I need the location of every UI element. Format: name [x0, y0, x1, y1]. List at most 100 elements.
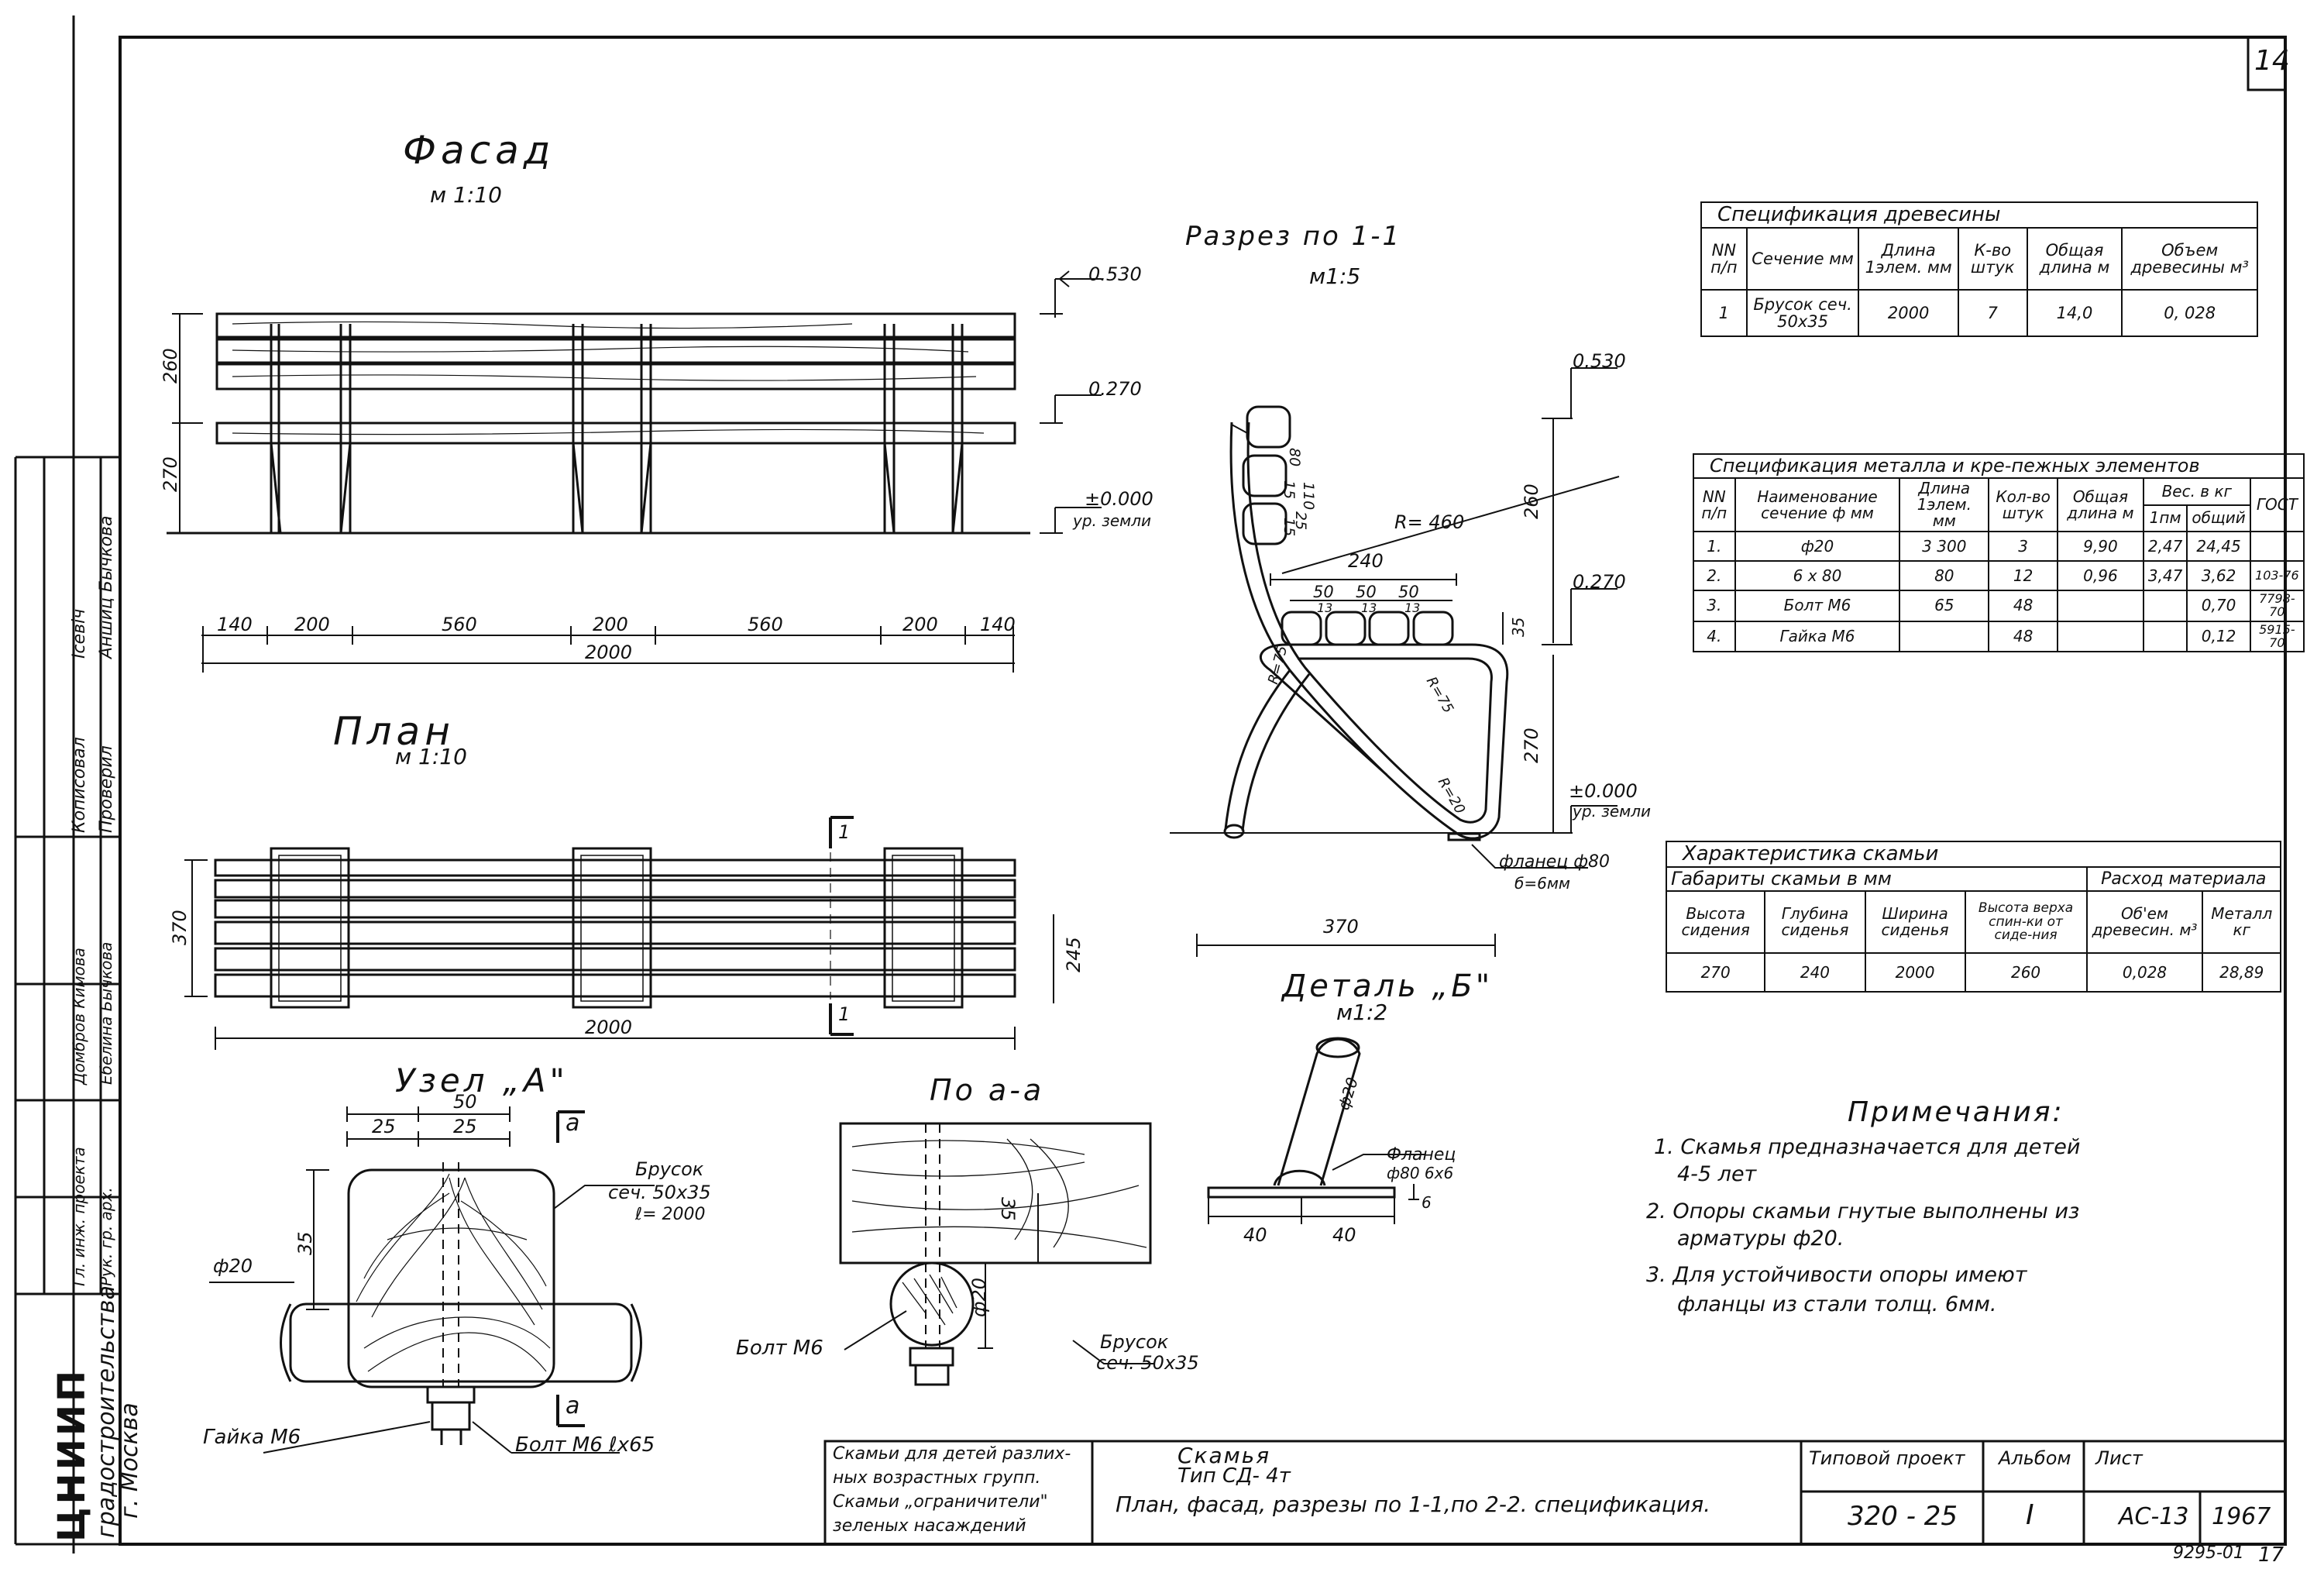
- tb-list-label: Лист: [2095, 1447, 2143, 1469]
- wood-h-3: Длина 1элем. мм: [1858, 227, 1959, 291]
- metal-spec-title: Спецификация металла и кре-пежных элемен…: [1693, 452, 2305, 480]
- detail-b-dim-1: 40: [1243, 1224, 1267, 1246]
- facade-dim-1: 140: [217, 614, 253, 635]
- facade-elev-top: 0.530: [1088, 263, 1142, 285]
- plan-title: План: [333, 709, 455, 754]
- section-elev-mid: 0.270: [1573, 571, 1626, 593]
- corner-page: 17: [2258, 1543, 2284, 1567]
- note-2: 2. Опоры скамьи гнутые выполнены из: [1646, 1199, 2080, 1223]
- metal-spec-table: Спецификация металла и кре-пежных элемен…: [1693, 452, 2305, 653]
- facade-dim-260: 260: [160, 348, 181, 384]
- wood-h-6: Объем древесины м³: [2121, 227, 2258, 291]
- metal-cell: 7798-70: [2249, 590, 2305, 622]
- stamp-role-4: Рук. гр. арх.: [97, 1187, 115, 1286]
- metal-cell: 0,96: [2057, 560, 2144, 592]
- section-elev-top: 0.530: [1573, 350, 1626, 372]
- metal-h-1: NN п/п: [1693, 477, 1736, 533]
- section-vert-1: 110: [1300, 482, 1317, 511]
- node-a-bar-1: Брусок: [635, 1158, 704, 1180]
- section-slat-2: 50: [1356, 583, 1377, 601]
- sheet-number: 14: [2254, 45, 2290, 77]
- wood-h-1: NN п/п: [1700, 227, 1748, 291]
- wood-cell: 2000: [1858, 289, 1959, 338]
- note-3b: фланцы из стали толщ. 6мм.: [1677, 1292, 1997, 1316]
- note-1b: 4-5 лет: [1677, 1162, 1757, 1186]
- section-title: Разрез по 1-1: [1185, 221, 1402, 252]
- node-a-h: 35: [294, 1231, 316, 1255]
- section-vert-2: 80: [1286, 448, 1303, 467]
- char-h-3: Ширина сиденья: [1864, 890, 1966, 955]
- tb-album-label: Альбом: [1999, 1447, 2071, 1469]
- section-elev-zero: ±0.000: [1569, 780, 1638, 802]
- char-h-5: Об'ем древесин. м³: [2085, 890, 2204, 955]
- section-height-seat: 270: [1521, 728, 1542, 763]
- metal-cell: [2057, 620, 2144, 653]
- metal-cell: 6 х 80: [1734, 560, 1901, 592]
- section-small-2: 13: [1361, 600, 1377, 615]
- section-height-back: 260: [1521, 483, 1542, 519]
- char-h-1: Высота сидения: [1665, 890, 1766, 955]
- metal-h-2: Наименование сечение ф мм: [1734, 477, 1901, 533]
- char-mat-head: Расход материала: [2085, 866, 2282, 893]
- node-a-rod: ф20: [213, 1255, 253, 1277]
- metal-cell: 4.: [1693, 620, 1736, 653]
- table-row: 270 240 2000 260 0,028 28,89: [1665, 952, 2281, 993]
- facade-scale: м 1:10: [430, 182, 502, 208]
- tb-left-4: зеленых насаждений: [833, 1516, 1026, 1536]
- metal-cell: 48: [1988, 620, 2058, 653]
- section-depth: 240: [1348, 550, 1384, 572]
- section-scale: м1:5: [1309, 263, 1361, 289]
- facade-dim-7: 140: [980, 614, 1016, 635]
- metal-cell: 3.: [1693, 590, 1736, 622]
- tb-left-3: Скамьи „ограничители": [833, 1492, 1048, 1512]
- facade-dim-4: 200: [593, 614, 628, 635]
- metal-cell: Болт М6: [1734, 590, 1901, 622]
- node-a-nut: Гайка М6: [203, 1426, 301, 1449]
- stamp-name-1: Ісевіч: [70, 608, 89, 659]
- detail-b-fl1: Фланец: [1387, 1145, 1456, 1165]
- metal-cell: 0,70: [2186, 590, 2251, 622]
- note-1: 1. Скамья предназначается для детей: [1654, 1135, 2081, 1159]
- metal-h-4: Кол-во штук: [1988, 477, 2058, 533]
- node-a-bolt: Болт М6 ℓх65: [515, 1433, 655, 1457]
- metal-cell: 24,45: [2186, 531, 2251, 563]
- section-aa-bar-1: Брусок: [1100, 1331, 1169, 1353]
- tb-name-3: План, фасад, разрезы по 1-1,по 2-2. спец…: [1116, 1492, 1710, 1517]
- facade-title: Фасад: [403, 128, 555, 173]
- notes-title: Примечания:: [1848, 1096, 2064, 1128]
- metal-h-7: общий: [2186, 504, 2251, 533]
- corner-code: 9295-01: [2173, 1543, 2244, 1563]
- facade-dim-total: 2000: [585, 642, 633, 663]
- section-flange: фланец ф80: [1499, 852, 1611, 872]
- org-name: ЦНИИП: [50, 1367, 94, 1542]
- node-a-bar-3: ℓ= 2000: [635, 1205, 706, 1224]
- section-radius: R= 460: [1394, 511, 1465, 533]
- node-a-half-1: 25: [372, 1116, 396, 1137]
- tb-left-2: ных возрастных групп.: [833, 1468, 1041, 1488]
- detail-b-fl2: ф80 6х6: [1387, 1164, 1454, 1182]
- facade-elev-mid: 0.270: [1088, 378, 1142, 400]
- metal-cell: [2142, 590, 2188, 622]
- section-slat-3: 50: [1398, 583, 1419, 601]
- node-a-title: Узел „А": [395, 1061, 569, 1099]
- tb-left-1: Скамьи для детей разлих-: [833, 1444, 1071, 1464]
- section-seat-thk: 35: [1509, 617, 1528, 637]
- char-cell: 0,028: [2085, 952, 2204, 993]
- char-h-6: Металл кг: [2202, 890, 2281, 955]
- metal-cell: 2.: [1693, 560, 1736, 592]
- plan-dim-side: 370: [169, 910, 191, 945]
- section-aa-bar-2: сеч. 50х35: [1096, 1352, 1199, 1374]
- section-vert-5: 25: [1292, 511, 1309, 531]
- metal-cell: [2057, 590, 2144, 622]
- section-flange2: б=6мм: [1514, 874, 1570, 893]
- facade-dim-270: 270: [160, 456, 181, 492]
- detail-b-dim-2: 40: [1332, 1224, 1356, 1246]
- char-h-2: Глубина сиденья: [1764, 890, 1866, 955]
- metal-cell: 3,62: [2186, 560, 2251, 592]
- tb-album: I: [2026, 1499, 2034, 1531]
- char-cell: 260: [1964, 952, 2088, 993]
- note-3: 3. Для устойчивости опоры имеют: [1646, 1263, 2027, 1287]
- metal-h-weight: Вес. в кг: [2142, 477, 2251, 506]
